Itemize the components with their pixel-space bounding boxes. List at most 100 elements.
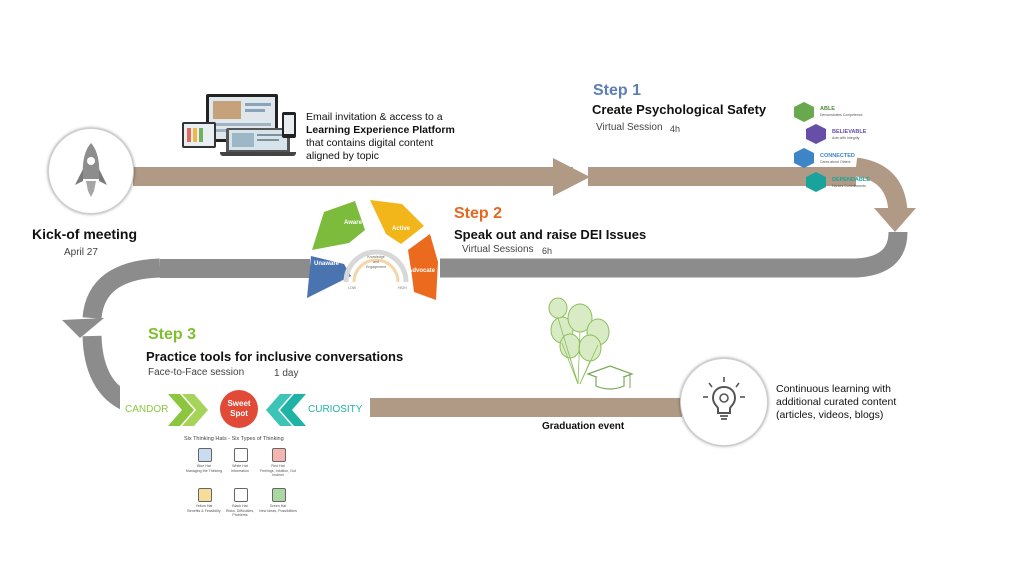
path-arrow-left [62,318,104,338]
badge-dependable-name: DEPENDABLE [832,177,870,183]
tablet-icon [182,122,216,148]
black-hat-desc: Risks, Difficulties, Problems [225,508,255,518]
step1-duration: 4h [670,124,681,134]
path-segment-top-left [133,167,573,186]
believable-badge-icon [806,124,826,144]
badge-able-name: ABLE [820,106,835,112]
chevron-left-icon [266,394,306,426]
graduation-cap-icon [586,365,634,390]
email-line-1: Email invitation & access to a [306,111,443,123]
badge-able-sub: Demonstrates Competence [820,113,863,117]
step3-duration: 1 day [274,368,299,379]
able-badge-icon [794,102,814,122]
badge-dependable-sub: Honors Commitments [832,184,866,188]
step2-title: Speak out and raise DEI Issues [454,227,647,242]
step3-title: Practice tools for inclusive conversatio… [146,349,404,364]
sweet-spot-line2: Spot [230,409,248,418]
devices-illustration [182,92,302,162]
path-curve-left-upper [82,258,161,320]
gauge-center-line1: Knowledge [367,255,384,259]
candor-label: CANDOR [125,404,169,415]
yellow-hat-icon [198,488,212,502]
white-hat-name: White Hat [232,464,248,468]
green-hat-icon [272,488,286,502]
red-hat-name: Red Hat [271,464,285,468]
blue-hat-icon [198,448,212,462]
path-arrow-right [874,208,916,232]
continuous-line-3: (articles, videos, blogs) [776,409,884,421]
step3-label: Step 3 [148,326,197,343]
blue-hat-name: Blue Hat [197,464,211,468]
rocket-icon [75,143,107,197]
lightbulb-gear-icon [703,377,745,420]
continuous-line-2: additional curated content [776,396,897,408]
balloons-graduation-icon [548,297,634,390]
gauge-segment-advocate [408,234,438,300]
white-hat-icon [234,448,248,462]
step2-duration: 6h [542,246,553,256]
step1-title: Create Psychological Safety [592,102,767,117]
badge-connected-name: CONNECTED [820,153,855,159]
yellow-hat-desc: Benefits & Feasibility [187,508,221,513]
black-hat-name: Black Hat [232,504,248,508]
kickoff-date: April 27 [64,247,98,258]
badge-believable-name: BELIEVABLE [832,129,867,135]
gauge-segment-aware [312,201,365,250]
engagement-gauge: Unaware Aware Active Advocate Knowledge … [307,200,438,300]
chevron-right-icon [168,394,208,426]
gauge-low-label: LOW [348,286,357,290]
blue-hat-desc: Managing the Thinking [185,468,223,473]
gauge-label-advocate: Advocate [408,268,436,274]
path-segment-bottom [360,398,682,417]
step2-session: Virtual Sessions [462,244,534,255]
email-line-4: aligned by topic [306,150,379,162]
gauge-label-unaware: Unaware [314,261,340,267]
step1-label: Step 1 [593,82,642,99]
continuous-learning-circle [680,358,768,446]
gauge-center-line2: and [373,260,379,264]
step1-session: Virtual Session [596,122,663,133]
email-text: Email invitation & access to a Learning … [306,111,455,163]
sweet-spot-circle: Sweet Spot [220,390,258,428]
gauge-segment-active [370,200,424,244]
red-hat-desc: Feelings, Intuition, Gut Instinct [260,468,296,478]
laptop-icon [226,128,290,152]
path-arrow-top [553,158,590,196]
continuous-line-1: Continuous learning with [776,383,891,395]
badge-connected-sub: Cares about Others [820,160,851,164]
email-line-3: that contains digital content [306,137,434,149]
graduation-label: Graduation event [542,421,625,432]
yellow-hat-name: Yellow Hat [195,504,213,508]
white-hat-desc: Information [231,468,249,473]
continuous-learning-text: Continuous learning with additional cura… [776,383,896,422]
kickoff-circle [48,128,134,214]
black-hat-icon [234,488,248,502]
green-hat-name: Green Hat [269,504,287,508]
gauge-high-label: HIGH [398,286,407,290]
connected-badge-icon [794,148,814,168]
gauge-segment-unaware [307,256,351,298]
gauge-label-aware: Aware [344,220,363,226]
six-thinking-hats: Six Thinking Hats - Six Types of Thinkin… [180,436,310,528]
path-curve-right-upper [854,157,908,213]
dependable-badge-icon [806,172,826,192]
hats-title: Six Thinking Hats - Six Types of Thinkin… [184,436,284,442]
curiosity-label: CURIOSITY [308,404,363,415]
phone-icon [282,112,296,138]
email-line-2: Learning Experience Platform [306,124,455,136]
gauge-label-active: Active [392,226,411,232]
trust-badges: ABLE Demonstrates Competence BELIEVABLE … [792,100,892,200]
badge-believable-sub: Acts with Integrity [832,136,860,140]
gauge-center-line3: Engagement [366,265,386,269]
path-curve-right-lower [440,231,908,278]
sweet-spot-line1: Sweet [227,399,251,408]
candor-curiosity-graphic: CANDOR Sweet Spot CURIOSITY [120,386,370,434]
step2-label: Step 2 [454,205,503,222]
path-segment-middle [160,259,310,278]
